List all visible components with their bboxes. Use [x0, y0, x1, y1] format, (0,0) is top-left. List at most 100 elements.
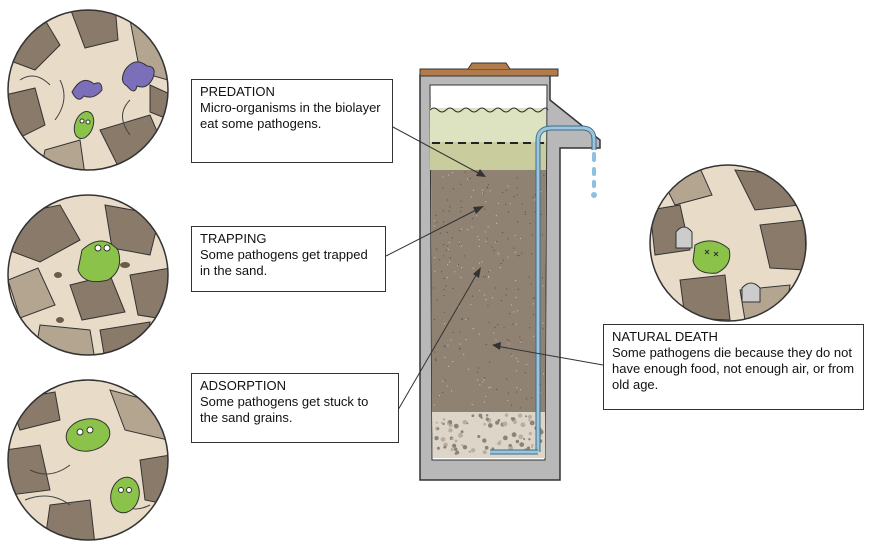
gravel-stone: [508, 446, 512, 449]
gravel-stone: [512, 419, 517, 424]
sand-grain: [485, 298, 487, 301]
gravel-stone: [497, 419, 501, 422]
predation-body: Micro-organisms in the biolayer eat some…: [200, 100, 381, 131]
gravel-stone: [462, 444, 468, 450]
sand-grain: [446, 199, 449, 201]
sand-grain: [440, 271, 443, 273]
sand-layer: [431, 170, 546, 412]
sand-grain: [513, 247, 515, 249]
sand-grain: [463, 255, 465, 257]
sand-grain: [495, 241, 497, 243]
gravel-stone: [502, 435, 508, 441]
sand-grain: [541, 234, 543, 236]
sand-grain: [515, 357, 518, 359]
sand-grain: [515, 296, 517, 299]
gravel-stone: [484, 445, 489, 450]
sand-grain: [478, 245, 480, 247]
sand-grain: [460, 228, 462, 230]
gravel-stone: [436, 427, 440, 430]
gravel-stone: [436, 446, 440, 450]
gravel-stone: [471, 414, 475, 418]
trapping-circle: [7, 194, 169, 356]
lid-handle: [467, 62, 511, 70]
sand-grain: [516, 310, 519, 312]
sand-grain: [443, 277, 445, 280]
sand-grain: [483, 401, 486, 403]
trapping-body: Some pathogens get trapped in the sand.: [200, 247, 368, 278]
sand-grain: [520, 339, 522, 342]
sand-grain: [488, 361, 491, 363]
sand-grain: [505, 294, 507, 296]
adsorption-connector: [397, 271, 479, 411]
sand-grain: [519, 336, 521, 338]
standing-water: [430, 108, 546, 142]
gravel-stone: [525, 415, 528, 418]
adsorption-title: ADSORPTION: [200, 378, 286, 393]
sand-grain: [459, 343, 462, 345]
sand-grain: [513, 195, 515, 198]
sand-grain: [507, 211, 510, 213]
sand-grain: [525, 398, 528, 400]
sand-grain: [495, 339, 497, 341]
sand-grain: [488, 387, 490, 389]
sand-grain: [540, 213, 542, 215]
sand-grain: [508, 339, 510, 341]
dead-pathogen: [692, 240, 731, 274]
sand-grain: [485, 276, 487, 278]
sand-grain: [435, 214, 437, 217]
gravel-stone: [461, 444, 464, 447]
gravel-stone: [468, 450, 472, 453]
sand-grain: [485, 240, 487, 243]
sand-grain: [461, 318, 463, 321]
sand-grain: [476, 215, 478, 217]
sand-grain: [507, 185, 509, 187]
sand-grain: [517, 221, 519, 223]
sand-grain: [524, 213, 526, 216]
sand-grain: [450, 390, 453, 392]
predation-connector: [392, 126, 483, 176]
trapping-connector: [385, 207, 481, 257]
gravel-stone: [470, 448, 476, 453]
sand-grain: [521, 252, 523, 254]
sand-grain: [542, 285, 544, 287]
water-drips: [591, 152, 597, 198]
sand-grain: [524, 372, 526, 374]
gravel-stone: [528, 432, 532, 436]
sand-grain: [467, 317, 469, 320]
sand-grain: [471, 218, 474, 220]
sand-grain: [457, 265, 459, 267]
gravel-stone: [442, 418, 446, 421]
sand-grain: [484, 208, 486, 210]
sand-grain: [472, 267, 474, 269]
sand-grain: [495, 214, 497, 217]
sand-grain: [488, 276, 490, 279]
sand-grain: [494, 326, 496, 328]
sand-grain: [486, 187, 488, 189]
gravel-stone: [528, 419, 531, 422]
sand-grain: [499, 267, 501, 269]
sand-grain: [457, 264, 460, 266]
sand-grain: [477, 367, 479, 369]
sand-grain: [505, 189, 507, 191]
gravel-stone: [485, 417, 490, 421]
sand-grain: [460, 245, 463, 247]
natural-death-callout: NATURAL DEATH Some pathogens die because…: [603, 324, 864, 410]
pathogen-prey: [73, 110, 95, 140]
sand-grain: [511, 404, 513, 406]
sand-grain: [477, 371, 479, 373]
sand-grain: [493, 332, 495, 334]
gravel-stone: [451, 443, 457, 448]
sand-grain: [434, 351, 436, 353]
sand-grain: [501, 231, 504, 234]
sand-grain: [468, 368, 470, 370]
sand-grain: [496, 222, 498, 224]
sand-grain: [485, 343, 487, 346]
sand-grain: [444, 356, 446, 359]
predation-title: PREDATION: [200, 84, 275, 99]
sand-grain: [510, 353, 512, 355]
sand-grain: [484, 201, 487, 203]
sand-grain: [442, 176, 444, 178]
sand-grain: [451, 172, 453, 174]
gravel-stone: [455, 450, 460, 455]
sand-grain: [513, 311, 515, 313]
